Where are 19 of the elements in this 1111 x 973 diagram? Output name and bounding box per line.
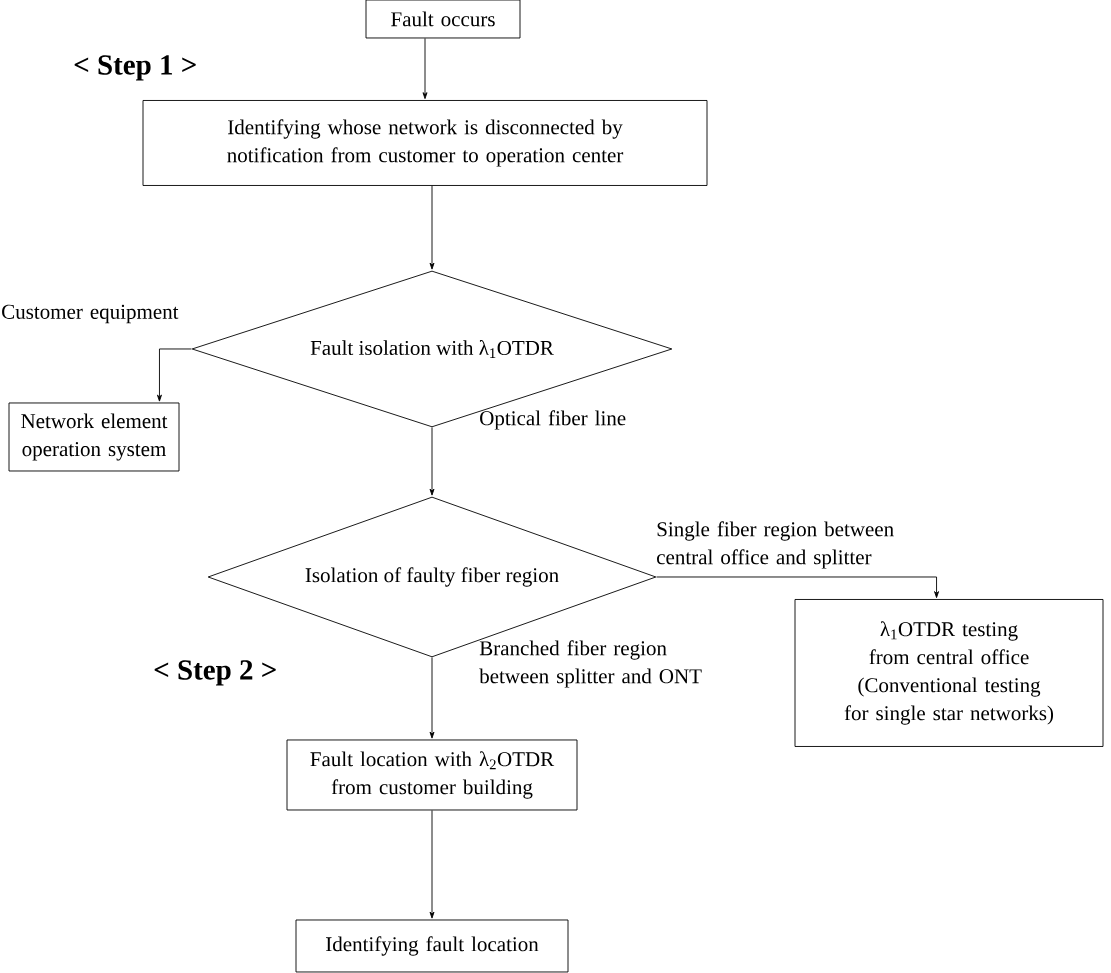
- arrow: [157, 348, 192, 402]
- arrow: [429, 185, 435, 270]
- arrow: [429, 809, 435, 919]
- process-box: λ$_{1}$OTDR testing from central office (Conventional testing for single star networks): [794, 599, 1104, 747]
- process-box: Fault location with λ$_{2}$OTDR from customer building: [286, 739, 578, 811]
- arrow: [429, 656, 435, 739]
- arrow: [656, 576, 940, 599]
- edge-label: Branched fiber region between splitter and ONT: [479, 640, 702, 688]
- edge-label: Customer equipment: [2, 304, 179, 324]
- arrow: [422, 38, 428, 100]
- process-box: Identifying fault location: [295, 919, 569, 973]
- process-box: Fault occurs: [365, 0, 521, 39]
- process-box: Network element operation system: [8, 402, 180, 472]
- step-label: < Step 1 >: [74, 55, 196, 81]
- process-box: Identifying whose network is disconnected by notification from customer to operation center: [142, 100, 708, 186]
- edge-label: Single fiber region between central office and splitter: [657, 521, 894, 569]
- step-label: < Step 2 >: [154, 660, 276, 686]
- edge-label: Optical fiber line: [480, 410, 626, 430]
- arrow: [429, 427, 435, 496]
